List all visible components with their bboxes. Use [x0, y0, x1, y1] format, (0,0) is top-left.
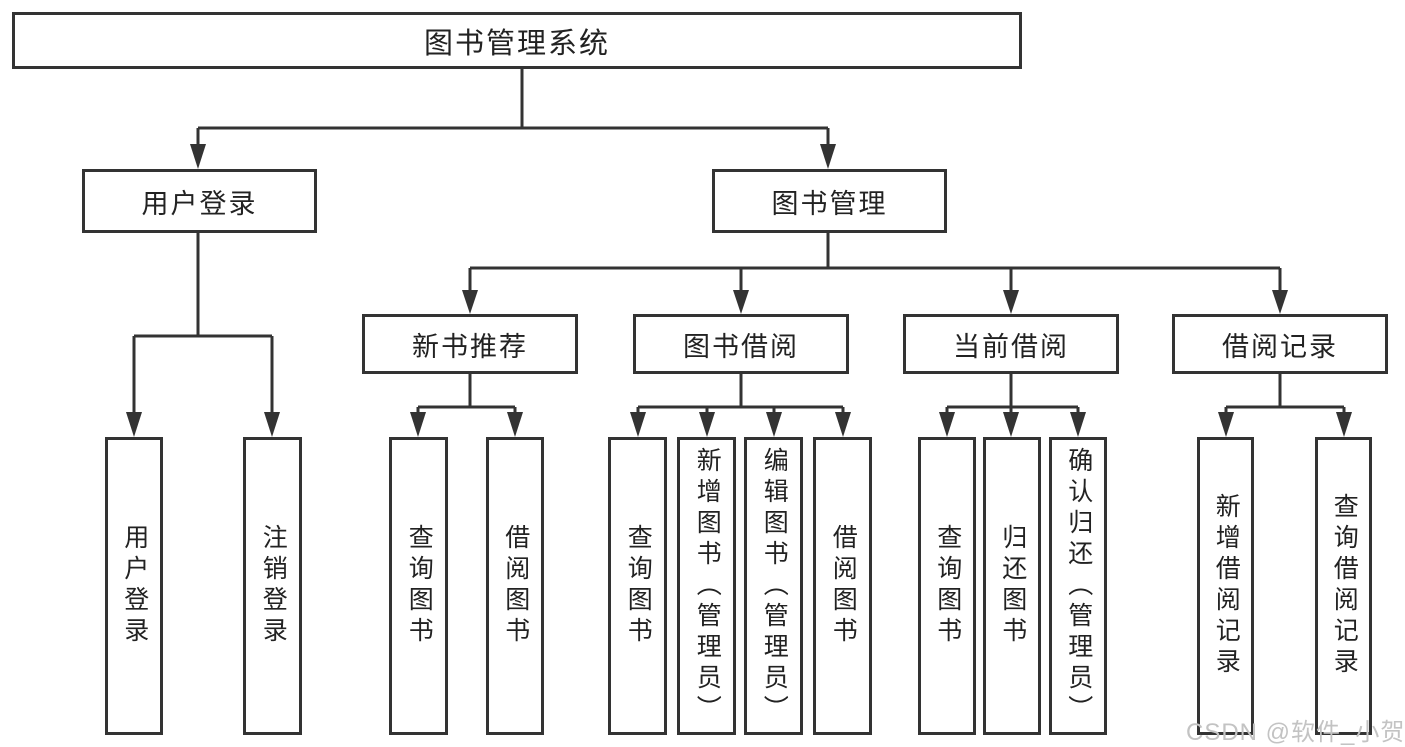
node-label: 编辑图书（管理员）	[760, 446, 789, 726]
node-label: 新书推荐	[412, 331, 528, 362]
node-label: 查询借阅记录	[1330, 493, 1359, 679]
leaf-query-book-1: 查询图书	[389, 437, 448, 735]
node-label: 确认归还（管理员）	[1064, 446, 1093, 726]
node-book-borrow: 图书借阅	[633, 314, 849, 374]
node-label: 图书管理	[771, 188, 888, 219]
node-label: 用户登录	[141, 188, 258, 219]
connector-borrow-to-leaves	[630, 373, 851, 437]
node-label: 新增图书（管理员）	[693, 446, 722, 726]
node-label: 注销登录	[259, 524, 288, 648]
leaf-confirm-return-admin: 确认归还（管理员）	[1049, 437, 1107, 735]
leaf-edit-book-admin: 编辑图书（管理员）	[744, 437, 803, 735]
leaf-query-borrow-record: 查询借阅记录	[1315, 437, 1372, 735]
connector-record-to-leaves	[1218, 373, 1352, 437]
node-root-system: 图书管理系统	[12, 12, 1022, 69]
node-label: 新增借阅记录	[1212, 493, 1241, 679]
node-label: 借阅图书	[501, 524, 530, 648]
node-label: 图书管理系统	[423, 27, 610, 60]
leaf-borrow-book-1: 借阅图书	[486, 437, 544, 735]
leaf-user-login: 用户登录	[105, 437, 163, 735]
node-borrow-record: 借阅记录	[1172, 314, 1388, 374]
leaf-add-book-admin: 新增图书（管理员）	[677, 437, 736, 735]
node-label: 归还图书	[998, 524, 1027, 648]
leaf-borrow-book-2: 借阅图书	[813, 437, 872, 735]
connector-newbook-to-leaves	[410, 373, 523, 437]
leaf-add-borrow-record: 新增借阅记录	[1197, 437, 1254, 735]
node-new-book-recommend: 新书推荐	[362, 314, 578, 374]
node-label: 图书借阅	[683, 331, 799, 362]
leaf-query-book-2: 查询图书	[608, 437, 667, 735]
leaf-logout: 注销登录	[243, 437, 302, 735]
connector-current-to-leaves	[939, 373, 1086, 437]
connector-bookmgmt-to-level3	[462, 233, 1288, 314]
csdn-watermark: CSDN @软件_小贺同学	[1186, 719, 1405, 746]
node-current-borrow: 当前借阅	[903, 314, 1119, 374]
node-label: 借阅图书	[829, 524, 858, 648]
connector-root-to-level2	[190, 69, 836, 169]
node-label: 查询图书	[933, 524, 962, 648]
node-book-management: 图书管理	[712, 169, 947, 233]
node-label: 借阅记录	[1222, 331, 1338, 362]
connector-userlogin-to-leaves	[126, 233, 280, 437]
leaf-query-book-3: 查询图书	[918, 437, 976, 735]
node-user-login: 用户登录	[82, 169, 317, 233]
leaf-return-book: 归还图书	[983, 437, 1041, 735]
node-label: 当前借阅	[953, 331, 1069, 362]
node-label: 用户登录	[120, 524, 149, 648]
node-label: 查询图书	[405, 524, 434, 648]
node-label: 查询图书	[624, 524, 653, 648]
